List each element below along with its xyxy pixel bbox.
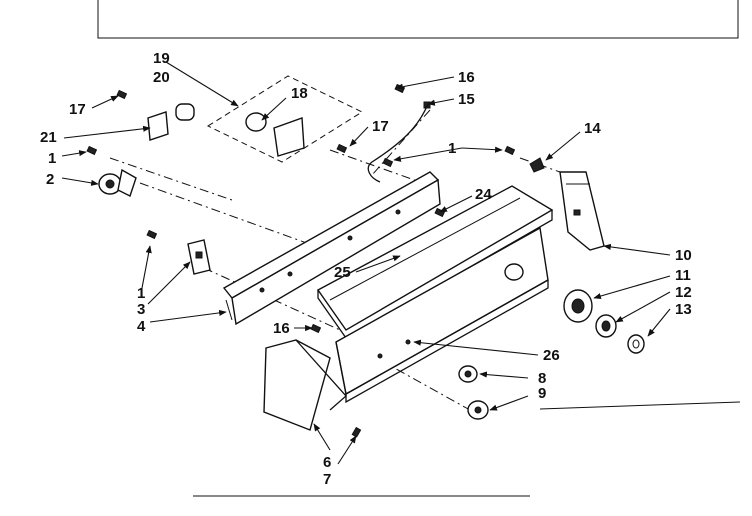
callout-10: 10 [675, 247, 692, 264]
callout-16-lower: 16 [273, 320, 290, 337]
callout-15: 15 [458, 91, 475, 108]
callout-1-lower-left: 1 [137, 285, 145, 302]
callout-26: 26 [543, 347, 560, 364]
callout-1-left-top: 1 [48, 150, 56, 167]
console-housing [335, 226, 549, 404]
callout-19: 19 [153, 50, 170, 67]
callout-16-top: 16 [458, 69, 475, 86]
wire-lead [367, 103, 429, 183]
callout-labels: 19 20 18 17 21 1 2 16 15 17 1 14 24 25 1… [40, 50, 692, 488]
callout-18: 18 [291, 85, 308, 102]
timer-subassembly-outline [206, 75, 364, 163]
mounting-rail [222, 171, 441, 326]
callout-12: 12 [675, 284, 692, 301]
callout-24: 24 [475, 186, 492, 203]
knobs-8-9 [458, 365, 489, 420]
callout-6: 6 [323, 454, 331, 471]
callout-11: 11 [675, 267, 691, 284]
callout-2: 2 [46, 171, 54, 188]
page-frame-fragment [97, 0, 741, 497]
callout-8: 8 [538, 370, 546, 387]
callout-21: 21 [40, 129, 57, 146]
leader-arrows [61, 61, 671, 465]
callout-1-center: 1 [448, 140, 456, 157]
callout-20: 20 [153, 69, 170, 86]
callout-25: 25 [334, 264, 351, 281]
end-cap [263, 339, 347, 431]
callout-17-left: 17 [69, 101, 86, 118]
callout-4: 4 [137, 318, 146, 335]
callout-17-center: 17 [372, 118, 389, 135]
callout-9: 9 [538, 385, 546, 402]
end-bracket-right [559, 171, 605, 251]
callout-13: 13 [675, 301, 692, 318]
callout-7: 7 [323, 471, 331, 488]
callout-3: 3 [137, 301, 145, 318]
callout-14: 14 [584, 120, 601, 137]
knob-stack [563, 289, 645, 354]
left-small-parts [98, 103, 305, 275]
